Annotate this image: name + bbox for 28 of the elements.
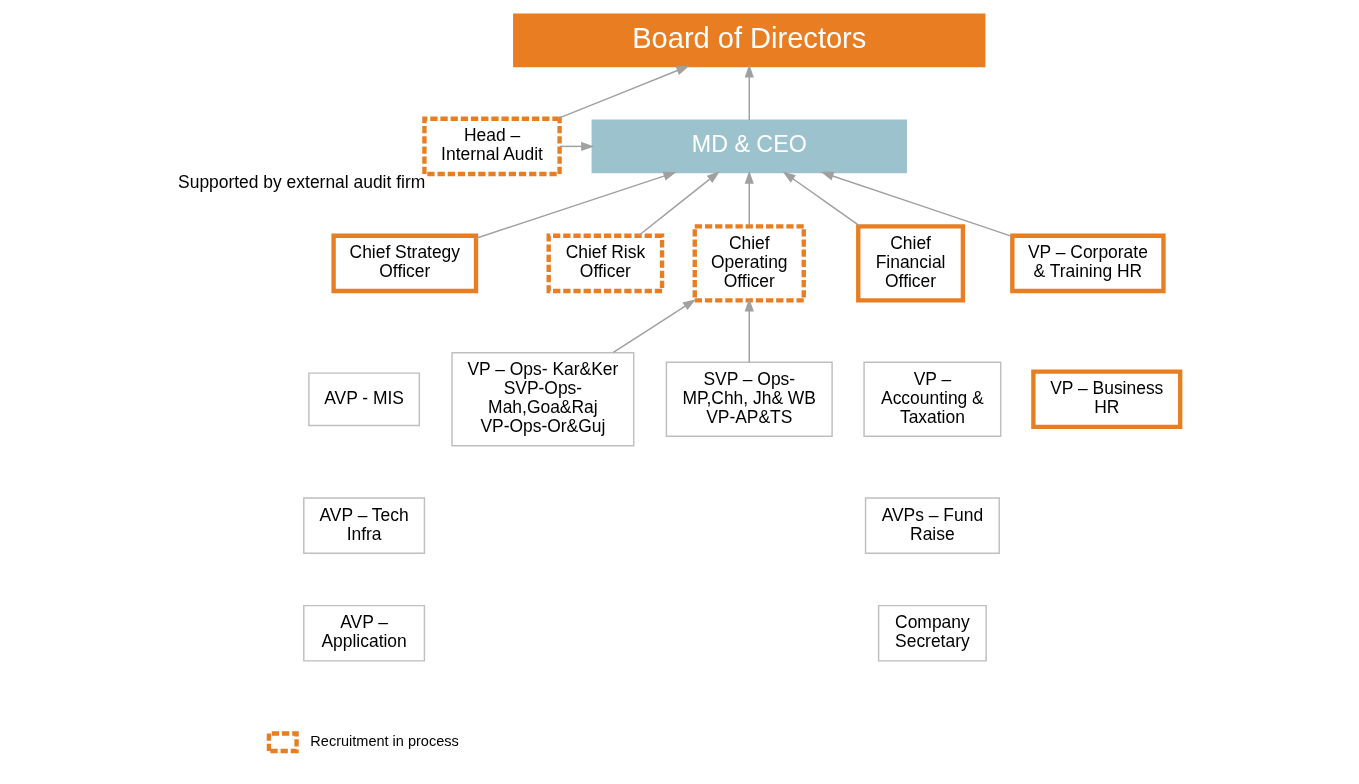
node-box: Chief Financial Officer xyxy=(856,224,966,303)
arrow xyxy=(559,141,595,151)
node-box: SVP – Ops- MP,Chh, Jh& WB VP-AP&TS xyxy=(665,361,833,438)
legend-label: Recruitment in process xyxy=(310,732,459,749)
node-box: Chief Strategy Officer xyxy=(331,233,479,294)
node-box: VP – Corporate & Training HR xyxy=(1010,233,1166,294)
node-box: AVPs – Fund Raise xyxy=(864,497,1000,555)
node-box: Company Secretary xyxy=(877,604,987,662)
arrow xyxy=(556,65,690,120)
node-box: MD & CEO xyxy=(591,119,907,174)
node-box: AVP – Tech Infra xyxy=(303,497,426,555)
arrow xyxy=(612,299,696,354)
node-box: VP – Accounting & Taxation xyxy=(863,361,1002,438)
arrow xyxy=(744,170,754,227)
node-box: Chief Risk Officer xyxy=(546,233,665,294)
arrow xyxy=(475,171,677,239)
arrow xyxy=(638,171,720,237)
node-box: Chief Operating Officer xyxy=(692,224,806,303)
node-box: AVP - MIS xyxy=(308,372,421,427)
arrow xyxy=(744,64,754,121)
node-box: VP – Business HR xyxy=(1031,369,1183,430)
node-box: Board of Directors xyxy=(513,13,986,68)
arrow xyxy=(782,171,861,227)
node-box: VP – Ops- Kar&Ker SVP-Ops- Mah,Goa&Raj VP-Ops-Or&Guj xyxy=(451,352,635,447)
node-box: AVP – Application xyxy=(303,604,426,662)
node-box: Head – Internal Audit xyxy=(422,116,562,177)
arrow xyxy=(820,171,1013,238)
arrow xyxy=(744,298,754,363)
